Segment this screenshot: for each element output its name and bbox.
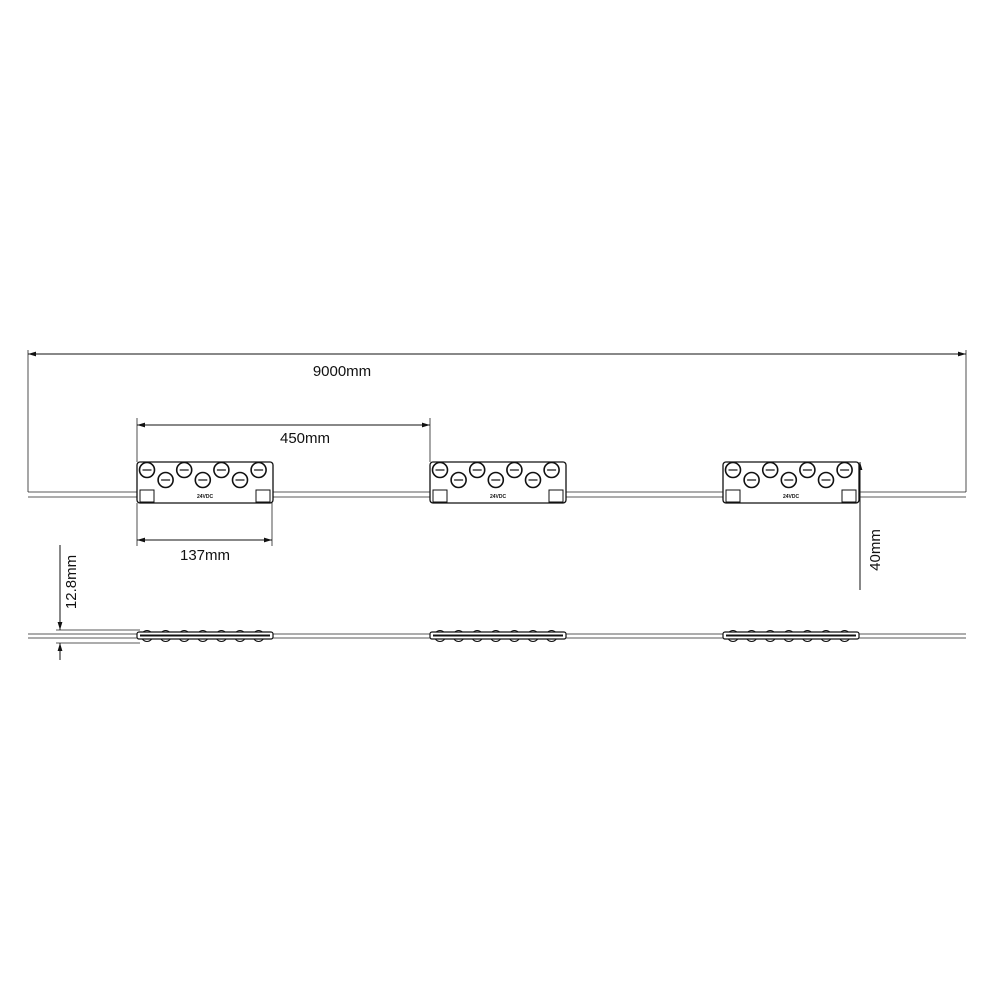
- wire-clip-right: [255, 489, 271, 503]
- wire-clip-left: [725, 489, 741, 503]
- wire-clip-left: [432, 489, 448, 503]
- module-thickness-label: 12.8mm: [63, 555, 80, 609]
- wire-clip-right: [548, 489, 564, 503]
- module-spacing-label: 450mm: [280, 430, 330, 447]
- module-thickness-dimension: 12.8mm: [56, 545, 140, 660]
- total-length-label: 9000mm: [313, 363, 371, 380]
- led-module: 24VDC: [722, 461, 860, 504]
- total-length-dimension: 9000mm: [27, 350, 967, 492]
- led-module: 24VDC: [429, 461, 567, 504]
- led-module-side: [136, 629, 274, 643]
- led-module-side: [722, 629, 860, 643]
- wire-clip-right: [841, 489, 857, 503]
- module-spacing-dimension: 450mm: [136, 418, 431, 462]
- module-voltage-label: 24VDC: [783, 494, 800, 500]
- top-view-modules: 24VDC 24VDC 24VDC: [136, 461, 860, 504]
- module-length-dimension: 137mm: [136, 503, 273, 564]
- module-voltage-label: 24VDC: [490, 494, 507, 500]
- module-voltage-label: 24VDC: [197, 494, 214, 500]
- module-height-label: 40mm: [867, 529, 884, 571]
- led-module: 24VDC: [136, 461, 274, 504]
- module-length-label: 137mm: [180, 547, 230, 564]
- wire-clip-left: [139, 489, 155, 503]
- module-height-dimension: 40mm: [857, 462, 884, 590]
- side-view-modules: [136, 629, 860, 643]
- led-module-side: [429, 629, 567, 643]
